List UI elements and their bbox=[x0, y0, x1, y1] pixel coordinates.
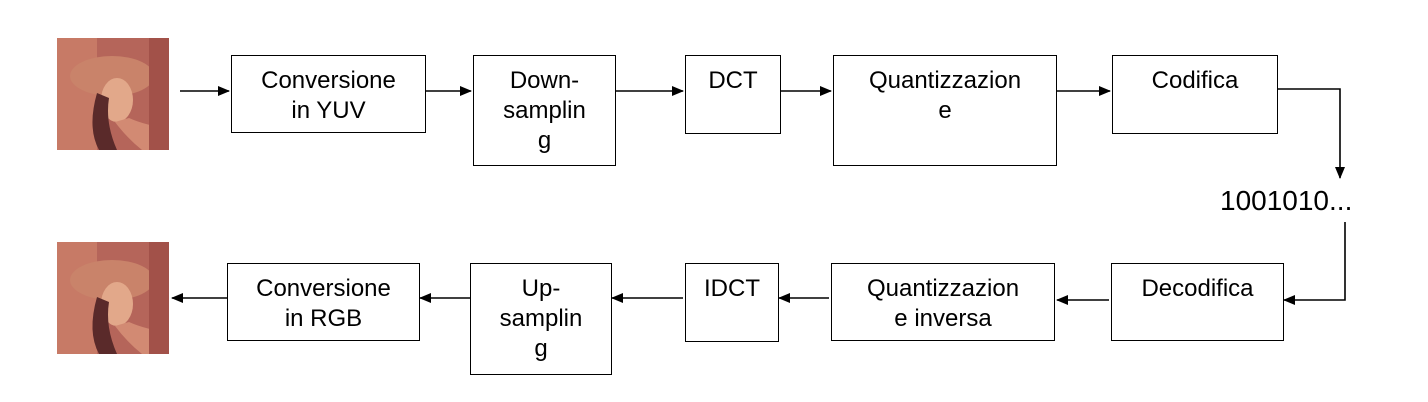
box-line: Decodifica bbox=[1141, 275, 1254, 302]
box-line: Quantizzazion bbox=[866, 275, 1020, 302]
box-decodifica: Decodifica bbox=[1111, 263, 1284, 341]
arrow-codifica-to-bits bbox=[1278, 88, 1345, 179]
box-line: Conversione bbox=[256, 275, 391, 302]
box-line: e bbox=[938, 97, 952, 124]
box-line: Quantizzazion bbox=[868, 67, 1022, 94]
box-conversione-yuv: Conversione in YUV bbox=[231, 55, 426, 133]
box-line: samplin bbox=[503, 97, 586, 124]
box-upsampling: Up- samplin g bbox=[470, 263, 612, 375]
box-line: samplin bbox=[499, 305, 583, 332]
input-image-lena bbox=[57, 38, 169, 150]
box-line: Up- bbox=[521, 275, 561, 302]
box-line: Conversione bbox=[261, 67, 396, 94]
box-line: in YUV bbox=[291, 97, 366, 124]
box-line: in RGB bbox=[284, 305, 363, 332]
bitstream-label: 1001010... bbox=[1220, 185, 1353, 216]
output-image-lena bbox=[57, 242, 169, 354]
box-line: g bbox=[534, 335, 548, 362]
box-line: g bbox=[537, 127, 552, 154]
box-line: DCT bbox=[708, 67, 758, 94]
box-codifica: Codifica bbox=[1112, 55, 1278, 134]
box-conversione-rgb: Conversione in RGB bbox=[227, 263, 420, 341]
box-line: Down- bbox=[509, 67, 580, 94]
box-quantizzazione-inversa: Quantizzazion e inversa bbox=[831, 263, 1055, 341]
arrow-bits-to-decodifica bbox=[1283, 222, 1346, 305]
box-line: e inversa bbox=[894, 305, 992, 332]
box-line: Codifica bbox=[1151, 67, 1239, 94]
box-downsampling: Down- samplin g bbox=[473, 55, 616, 166]
box-idct: IDCT bbox=[685, 263, 779, 342]
box-line: IDCT bbox=[704, 275, 760, 302]
box-dct: DCT bbox=[685, 55, 781, 134]
box-quantizzazione: Quantizzazion e bbox=[833, 55, 1057, 166]
